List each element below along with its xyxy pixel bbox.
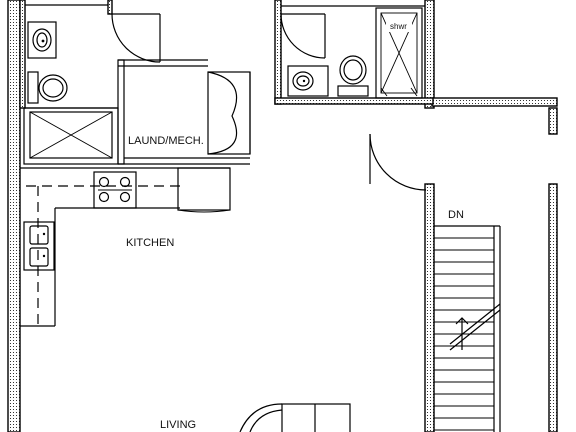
vanity bbox=[287, 65, 329, 97]
laundry-west-wall bbox=[117, 59, 125, 165]
west-exterior-wall bbox=[7, 0, 21, 432]
refrigerator bbox=[177, 167, 231, 211]
vanity bbox=[27, 21, 57, 59]
stair-arrow-icon bbox=[455, 317, 469, 325]
bath-door-swing bbox=[111, 13, 161, 63]
burner-icon bbox=[119, 176, 131, 188]
sink-drain-icon bbox=[41, 39, 45, 43]
kitchen-sink bbox=[23, 221, 55, 271]
fridge-door-arc bbox=[177, 209, 231, 213]
sofa-curve-inner bbox=[249, 409, 283, 432]
upper-partition-stub bbox=[107, 0, 113, 15]
stair-break-line bbox=[449, 303, 501, 345]
hall-door bbox=[369, 133, 427, 191]
linen-shower-unit bbox=[23, 107, 119, 165]
sink-basin-icon bbox=[292, 71, 314, 91]
east-wall-upper bbox=[548, 107, 558, 135]
sink-bowl-icon bbox=[29, 247, 49, 267]
living-label: LIVING bbox=[160, 419, 196, 431]
door-swing bbox=[369, 133, 427, 191]
living-room: LIVING bbox=[160, 403, 351, 432]
sink-drain-icon bbox=[42, 232, 46, 236]
sofa-curve-outer bbox=[239, 403, 283, 432]
center-bath-west-wall bbox=[274, 0, 282, 105]
stair-west-wall bbox=[424, 183, 435, 432]
sink-bowl-icon bbox=[29, 225, 49, 245]
toilet-seat-icon bbox=[42, 78, 64, 98]
range bbox=[93, 171, 137, 209]
toilet-bowl-icon bbox=[38, 74, 68, 102]
stair-break-line bbox=[449, 309, 501, 351]
bath-west-wall bbox=[19, 0, 26, 109]
sink-drain-icon bbox=[302, 79, 306, 83]
unit-inner bbox=[29, 111, 113, 159]
toilet-seat-icon bbox=[343, 59, 363, 81]
center-bath-east-wall bbox=[424, 0, 435, 109]
bifold-door-frame bbox=[207, 71, 251, 155]
unit-diagonal-b bbox=[29, 111, 113, 159]
sink-drain-icon bbox=[42, 254, 46, 258]
sink-basin-icon bbox=[32, 28, 52, 52]
shower-label: shwr bbox=[390, 22, 407, 31]
kitchen: KITCHEN bbox=[20, 167, 231, 327]
stair-treads bbox=[434, 237, 494, 431]
sink-inner-icon bbox=[36, 32, 48, 48]
bifold-door-swing bbox=[207, 71, 238, 155]
toilet-bowl-icon bbox=[339, 55, 367, 85]
burner-icon bbox=[98, 191, 110, 203]
shower bbox=[375, 7, 423, 99]
west-bath bbox=[25, 4, 161, 109]
walls bbox=[7, 0, 558, 432]
bath-door-swing bbox=[280, 13, 326, 59]
hall-north-wall bbox=[431, 97, 558, 107]
laundry-label: LAUND/MECH. bbox=[128, 135, 204, 147]
burner-icon bbox=[119, 191, 131, 203]
shower-pan bbox=[380, 12, 418, 94]
shower-label-bg bbox=[386, 20, 412, 32]
sink-inner-icon bbox=[296, 75, 310, 87]
center-bath-south-wall bbox=[274, 97, 434, 105]
toilet-tank bbox=[27, 71, 39, 104]
burner-icon bbox=[98, 176, 110, 188]
shower-corners bbox=[380, 87, 418, 97]
kitchen-label: KITCHEN bbox=[126, 237, 174, 249]
sofa-back bbox=[281, 403, 351, 432]
stairs-down-label: DN bbox=[448, 209, 464, 221]
east-wall-lower bbox=[548, 183, 558, 432]
stair-down: DN bbox=[434, 209, 501, 432]
toilet-tank bbox=[337, 85, 369, 97]
laundry-room: LAUND/MECH. bbox=[117, 59, 251, 165]
center-bath: shwr bbox=[280, 5, 425, 99]
